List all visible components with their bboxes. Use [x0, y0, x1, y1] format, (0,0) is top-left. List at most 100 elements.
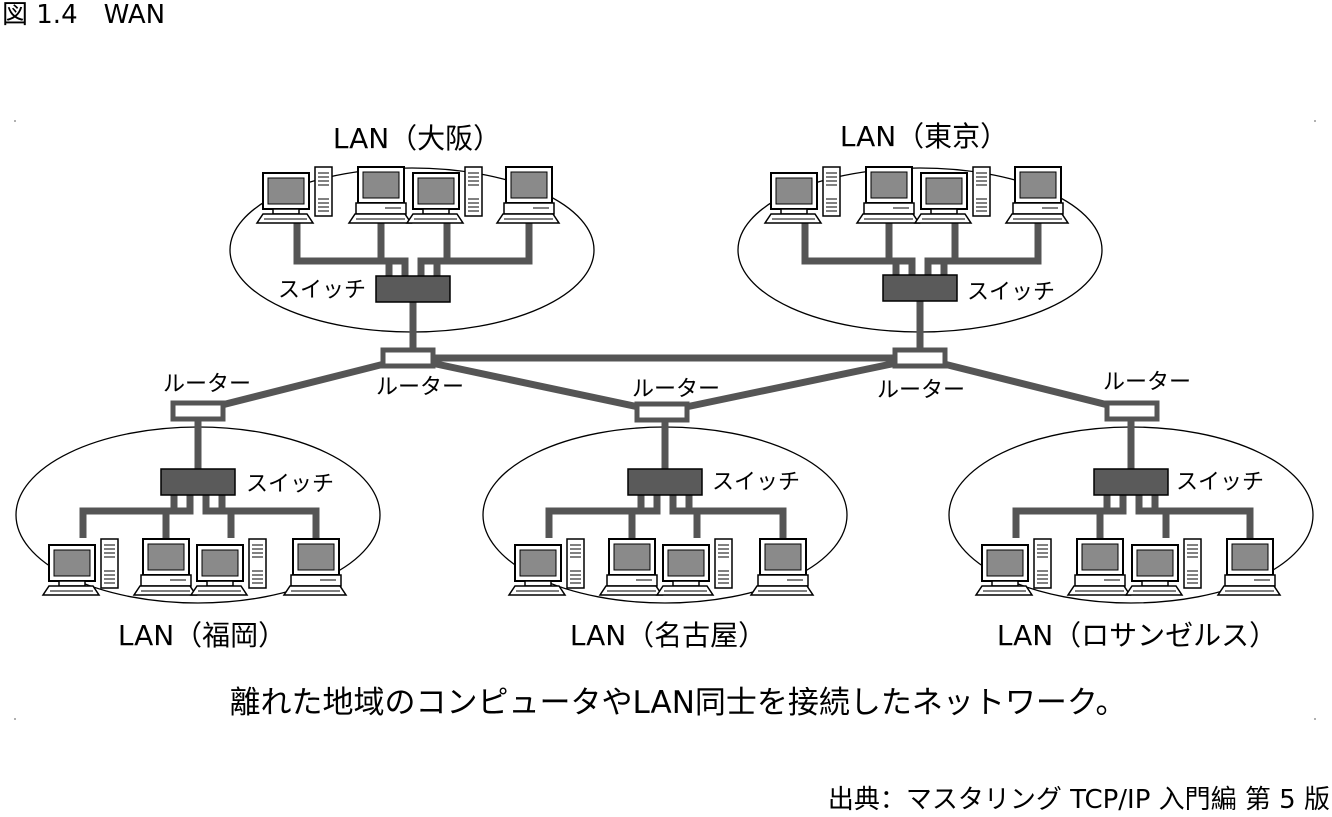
monitor-screen: [667, 549, 705, 577]
lan-fukuoka: [41, 411, 348, 596]
monitor-screen: [1136, 549, 1174, 577]
lan-label-la: LAN（ロサンゼルス）: [997, 619, 1277, 652]
monitor-screen: [519, 549, 557, 577]
computer-desktop-icon: [132, 538, 198, 596]
switch-box: [627, 468, 703, 496]
monitor-screen: [870, 171, 908, 199]
tower-case: [566, 538, 585, 589]
monitor-screen: [986, 549, 1024, 577]
switch-label-la: スイッチ: [1176, 470, 1264, 495]
wan-link: [197, 354, 409, 415]
monitor-screen: [201, 549, 239, 577]
computer-tower-icon: [1124, 538, 1202, 596]
computer-tower-icon: [507, 538, 585, 596]
lan-cable: [801, 220, 900, 275]
lan-cable: [433, 220, 533, 276]
monitor-screen: [510, 171, 548, 199]
lan-tokyo: [763, 166, 1070, 358]
lan-cable: [377, 220, 409, 276]
tower-case: [972, 166, 991, 217]
monitor-screen: [1081, 543, 1119, 571]
router-box-tokyo: [892, 347, 948, 369]
lan-cable: [545, 495, 645, 538]
figure-caption: 離れた地域のコンピュータやLAN同士を接続したネットワーク。: [230, 685, 1127, 721]
tower-case: [822, 166, 841, 217]
lan-cable: [218, 495, 320, 538]
computer-tower-icon: [974, 538, 1052, 596]
lan-cable: [79, 495, 178, 538]
labels: LAN（大阪） LAN（東京） LAN（福岡） LAN（名古屋） LAN（ロサン…: [118, 120, 1277, 721]
computer-tower-icon: [255, 166, 333, 224]
computer-tower-icon: [913, 166, 991, 224]
lan-label-osaka: LAN（大阪）: [333, 122, 501, 155]
monitor-screen: [53, 549, 91, 577]
computer-desktop-icon: [282, 538, 348, 596]
monitor-screen: [613, 543, 651, 571]
router-box-la: [1104, 400, 1160, 422]
computer-desktop-icon: [1066, 538, 1132, 596]
crop-mark: [1314, 120, 1316, 122]
monitor-screen: [362, 171, 400, 199]
lan-label-nagoya: LAN（名古屋）: [570, 619, 766, 652]
tower-case: [100, 538, 119, 589]
monitor-screen: [267, 177, 305, 205]
router-label-osaka: ルーター: [376, 375, 464, 400]
router-box-osaka: [380, 347, 436, 369]
switch-box: [160, 468, 236, 496]
computer-desktop-icon: [347, 166, 413, 224]
wan-link: [919, 354, 1133, 415]
lan-cable: [685, 495, 787, 538]
computer-tower-icon: [405, 166, 483, 224]
router-box-fukuoka: [170, 400, 226, 422]
monitor-screen: [417, 177, 455, 205]
monitor-screen: [297, 543, 335, 571]
wan-links: [197, 354, 1133, 416]
tower-case: [314, 166, 333, 217]
lan-cable: [628, 495, 661, 538]
lan-cable: [1096, 495, 1127, 538]
wan-link: [661, 354, 921, 416]
figure-title: 図 1.4 WAN: [2, 0, 166, 30]
lan-la: [974, 411, 1282, 596]
lan-label-tokyo: LAN（東京）: [840, 120, 1008, 153]
switch-label-fukuoka: スイッチ: [246, 472, 334, 497]
lan-cable: [162, 495, 194, 538]
lan-cable: [940, 220, 1042, 275]
tower-case: [1033, 538, 1052, 589]
switch-label-nagoya: スイッチ: [712, 470, 800, 495]
monitor-screen: [1231, 543, 1269, 571]
monitor-screen: [925, 177, 963, 205]
switch-label-osaka: スイッチ: [278, 278, 366, 303]
router-label-tokyo: ルーター: [877, 378, 965, 403]
computer-desktop-icon: [749, 538, 815, 596]
switch-box: [1093, 468, 1169, 496]
crop-mark: [14, 120, 16, 122]
computer-tower-icon: [41, 538, 119, 596]
computer-desktop-icon: [1004, 166, 1070, 224]
lan-cable: [669, 495, 701, 538]
lan-groups: [41, 166, 1282, 596]
computer-tower-icon: [189, 538, 267, 596]
computer-desktop-icon: [495, 166, 561, 224]
tower-case: [714, 538, 733, 589]
computer-tower-icon: [655, 538, 733, 596]
monitor-screen: [775, 177, 813, 205]
router-label-fukuoka: ルーター: [163, 372, 251, 397]
lan-cable: [1151, 495, 1254, 538]
monitor-screen: [1019, 171, 1057, 199]
router-label-nagoya: ルーター: [632, 377, 720, 402]
lan-nagoya: [507, 412, 815, 596]
router-label-la: ルーター: [1103, 370, 1191, 395]
lan-osaka: [255, 166, 561, 358]
tower-case: [248, 538, 267, 589]
router-box-nagoya: [634, 401, 690, 423]
computer-tower-icon: [763, 166, 841, 224]
lan-cable: [293, 220, 393, 276]
switch-box: [882, 274, 958, 302]
monitor-screen: [147, 543, 185, 571]
crop-marks: [14, 120, 1316, 720]
computer-desktop-icon: [855, 166, 921, 224]
switch-label-tokyo: スイッチ: [967, 280, 1055, 305]
computer-desktop-icon: [1216, 538, 1282, 596]
